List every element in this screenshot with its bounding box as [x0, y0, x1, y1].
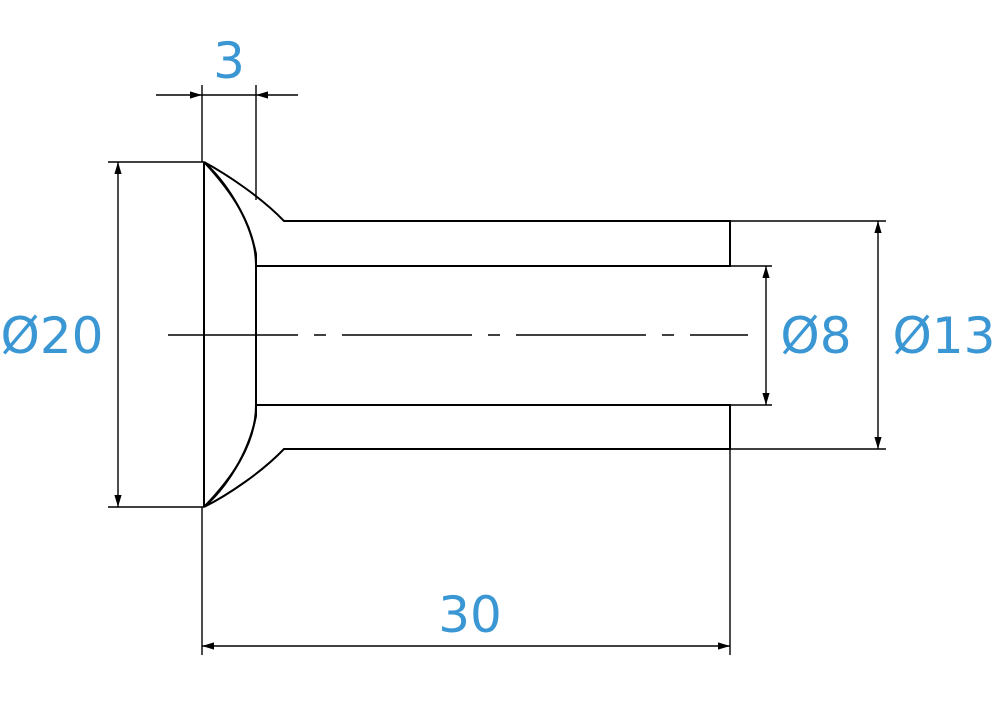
head-thickness-label: 3 [213, 32, 245, 90]
head-diameter-label: Ø20 [1, 307, 104, 365]
section-hatch-bottom [203, 404, 731, 508]
bore-diameter-label: Ø8 [780, 307, 851, 365]
shank-diameter-label: Ø13 [893, 307, 996, 365]
section-hatch-top [203, 161, 731, 267]
length-label: 30 [438, 586, 502, 644]
